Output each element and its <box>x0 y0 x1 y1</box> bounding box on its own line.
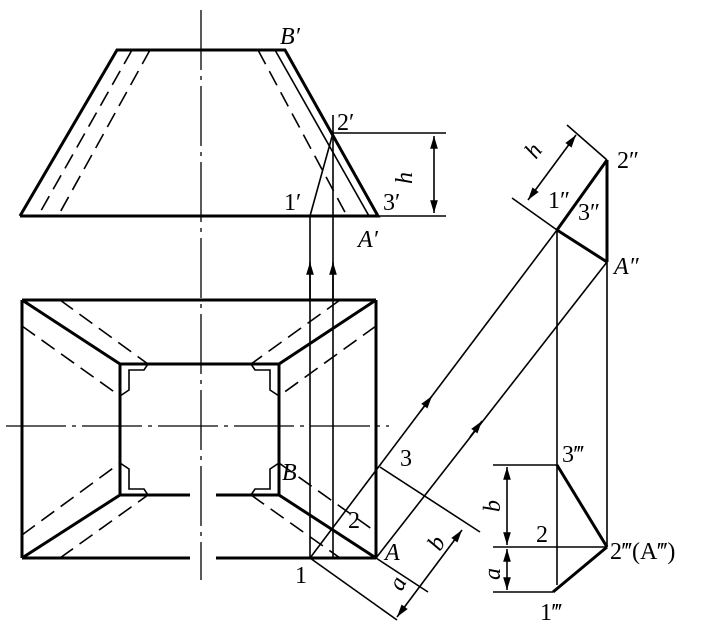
top-view <box>20 298 378 560</box>
label-h-side: h <box>520 139 548 164</box>
label-1-dprime: 1″ <box>548 188 570 214</box>
label-2-dprime: 2″ <box>617 148 639 174</box>
label-1: 1 <box>295 563 307 589</box>
label-3-tprime: 3‴ <box>562 442 584 468</box>
label-3-dprime: 3″ <box>578 200 600 226</box>
label-2-tprime: 2‴(A‴) <box>610 539 675 565</box>
label-1-tprime: 1‴ <box>540 600 562 626</box>
h-dimension-side <box>527 134 577 201</box>
label-3-prime: 3′ <box>383 190 400 216</box>
label-2: 2 <box>348 508 360 534</box>
label-h-front: h <box>392 172 418 184</box>
side-view <box>493 124 609 594</box>
front-view <box>18 48 446 218</box>
label-a-dprime: A″ <box>612 254 640 280</box>
auxiliary-view <box>309 229 608 621</box>
label-b: B <box>282 460 297 486</box>
label-a-prime: A′ <box>356 227 379 253</box>
ab-dimension <box>396 529 463 618</box>
label-a-right: a <box>480 568 506 580</box>
label-a-aux: a <box>384 573 413 595</box>
label-2-prime: 2′ <box>337 110 354 136</box>
label-1-prime: 1′ <box>284 190 301 216</box>
label-3: 3 <box>400 446 412 472</box>
label-b-right: b <box>480 500 506 512</box>
label-a-point: A <box>383 540 400 566</box>
label-b-aux: b <box>423 532 452 555</box>
label-2-right: 2 <box>536 522 548 548</box>
label-b-prime: B′ <box>280 24 301 50</box>
